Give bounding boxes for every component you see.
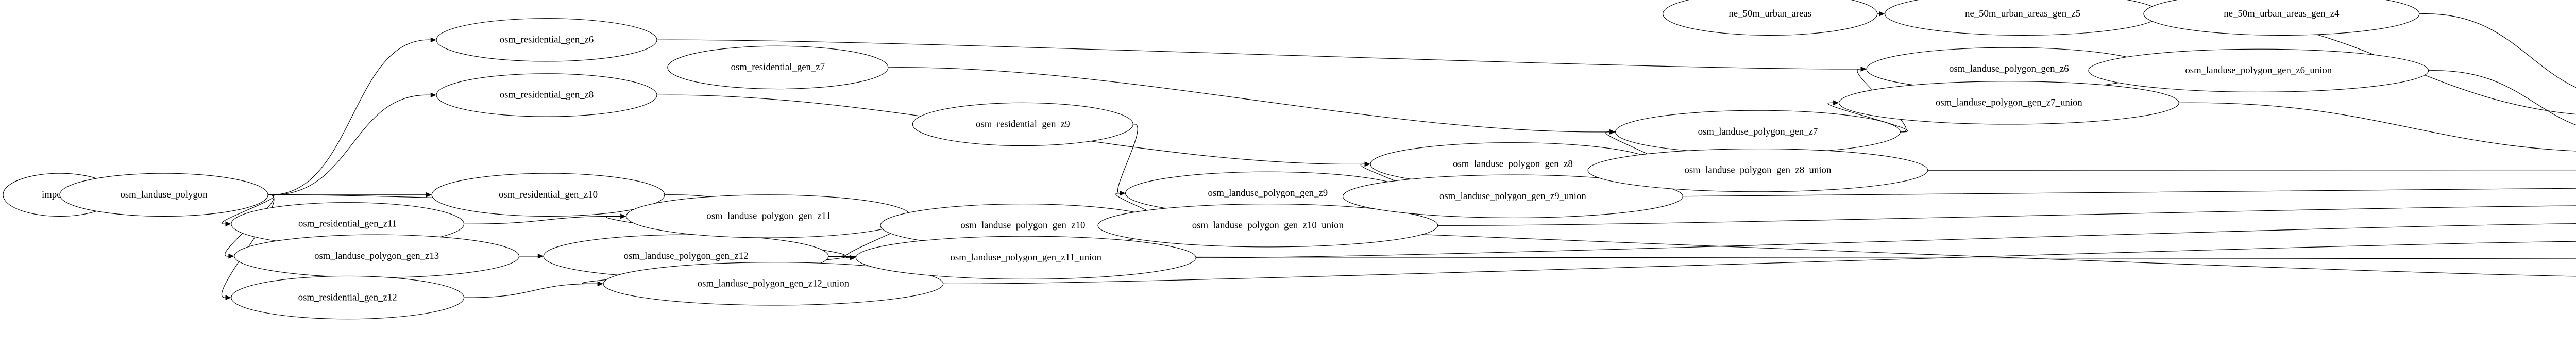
- node-label: osm_residential_gen_z6: [500, 35, 594, 45]
- graph-node-osm-residential-gen-z12[interactable]: osm_residential_gen_z12: [231, 275, 465, 320]
- node-ellipse: [436, 73, 657, 117]
- edge-arrowhead: [1860, 66, 1867, 72]
- edge-arrowhead: [597, 281, 603, 287]
- node-label: osm_landuse_polygon_gen_z8_union: [1685, 164, 1832, 175]
- edge: [1117, 124, 1138, 194]
- edge: [2179, 102, 2576, 152]
- edge: [1196, 223, 2576, 258]
- node-label: osm_landuse_polygon_gen_z13: [314, 251, 439, 261]
- node-label: osm_landuse_polygon_gen_z11_union: [951, 252, 1102, 263]
- node-label: ne_50m_urban_areas: [1728, 8, 1811, 19]
- graph-node-osm-landuse-polygon[interactable]: osm_landuse_polygon: [59, 173, 268, 217]
- edge: [1927, 170, 2576, 171]
- node-ellipse: [603, 262, 944, 306]
- node-ellipse: [1097, 204, 1438, 248]
- node-label: osm_landuse_polygon_gen_z10: [960, 220, 1085, 231]
- node-label: osm_landuse_polygon_gen_z11: [706, 211, 831, 222]
- node-label: osm_landuse_polygon_gen_z7_union: [1936, 97, 2082, 108]
- edge: [464, 216, 621, 224]
- node-ellipse: [1663, 0, 1878, 36]
- edge: [221, 194, 275, 224]
- edge-arrowhead: [426, 192, 432, 198]
- graph-node-osm-landuse-polygon-gen-z12-union[interactable]: osm_landuse_polygon_gen_z12_union: [603, 262, 944, 306]
- node-label: osm_landuse_polygon_gen_z9: [1208, 188, 1328, 199]
- edge: [268, 94, 432, 195]
- edge: [464, 283, 599, 298]
- edge-arrowhead: [1120, 190, 1126, 196]
- graph-node-osm-landuse-polygon-gen-z6-union[interactable]: osm_landuse_polygon_gen_z6_union: [2088, 48, 2429, 93]
- graph-node-osm-residential-gen-z8[interactable]: osm_residential_gen_z8: [436, 73, 657, 117]
- edge: [888, 67, 1611, 133]
- edge-arrowhead: [430, 92, 436, 98]
- edge-arrowhead: [225, 221, 231, 227]
- node-label: osm_landuse_polygon_gen_z12_union: [698, 278, 850, 289]
- node-ellipse: [231, 275, 465, 320]
- graph-node-osm-landuse-polygon-gen-z9-union[interactable]: osm_landuse_polygon_gen_z9_union: [1342, 174, 1683, 218]
- node-ellipse: [1342, 174, 1683, 218]
- nodes-layer: imposm3osm_landuse_polygonosm_residentia…: [3, 0, 2429, 320]
- node-ellipse: [667, 45, 889, 90]
- graph-node-osm-landuse-polygon-gen-z11-union[interactable]: osm_landuse_polygon_gen_z11_union: [855, 236, 1196, 279]
- node-ellipse: [855, 236, 1196, 279]
- node-ellipse: [1838, 81, 2179, 125]
- graph-node-osm-residential-gen-z9[interactable]: osm_residential_gen_z9: [912, 102, 1133, 146]
- node-label: ne_50m_urban_areas_gen_z5: [1965, 8, 2080, 19]
- graph-node-osm-landuse-polygon-gen-z10[interactable]: osm_landuse_polygon_gen_z10: [880, 204, 1166, 248]
- node-ellipse: [431, 173, 665, 217]
- edge: [2428, 70, 2576, 126]
- edge-arrowhead: [620, 213, 626, 219]
- node-label: osm_residential_gen_z9: [976, 119, 1070, 129]
- node-label: osm_landuse_polygon_gen_z9_union: [1439, 191, 1586, 202]
- node-ellipse: [1587, 148, 1928, 192]
- node-label: osm_landuse_polygon_gen_z7: [1698, 126, 1818, 137]
- graph-node-ne-50m-urban-areas-gen-z5[interactable]: ne_50m_urban_areas_gen_z5: [1885, 0, 2161, 36]
- node-ellipse: [436, 18, 657, 62]
- node-label: osm_residential_gen_z10: [499, 189, 598, 200]
- edge-arrowhead: [850, 255, 856, 260]
- node-ellipse: [912, 102, 1133, 146]
- graph-node-osm-landuse-polygon-gen-z10-union[interactable]: osm_landuse_polygon_gen_z10_union: [1097, 204, 1438, 248]
- graph-node-osm-landuse-polygon-gen-z8-union[interactable]: osm_landuse_polygon_gen_z8_union: [1587, 148, 1928, 192]
- node-label: osm_landuse_polygon_gen_z8: [1453, 159, 1573, 170]
- edge: [268, 39, 432, 195]
- graph-node-ne-50m-urban-areas[interactable]: ne_50m_urban_areas: [1663, 0, 1878, 36]
- node-label: osm_residential_gen_z11: [298, 219, 397, 229]
- node-label: osm_residential_gen_z7: [731, 62, 825, 73]
- node-label: ne_50m_urban_areas_gen_z4: [2224, 8, 2340, 19]
- node-label: osm_landuse_polygon_gen_z6_union: [2185, 65, 2332, 76]
- node-label: osm_landuse_polygon: [120, 189, 208, 200]
- edge: [1437, 205, 2576, 226]
- edge: [1827, 102, 1908, 133]
- graph-node-ne-50m-urban-areas-gen-z4[interactable]: ne_50m_urban_areas_gen_z4: [2143, 0, 2420, 36]
- node-label: osm_residential_gen_z12: [298, 292, 397, 303]
- edge: [2419, 13, 2576, 88]
- edge: [943, 241, 2576, 284]
- node-ellipse: [2088, 48, 2429, 93]
- edge: [656, 39, 1861, 70]
- edge-arrowhead: [1609, 129, 1616, 135]
- node-ellipse: [2143, 0, 2420, 36]
- node-label: osm_landuse_polygon_gen_z10_union: [1192, 220, 1344, 231]
- node-label: osm_landuse_polygon_gen_z6: [1949, 63, 2069, 74]
- edge-arrowhead: [1879, 11, 1885, 17]
- graph-node-osm-landuse-polygon-gen-z6[interactable]: osm_landuse_polygon_gen_z6: [1866, 47, 2152, 91]
- graph-node-osm-residential-gen-z6[interactable]: osm_residential_gen_z6: [436, 18, 657, 62]
- graph-node-osm-landuse-polygon-gen-z7-union[interactable]: osm_landuse_polygon_gen_z7_union: [1838, 81, 2179, 125]
- graph-node-osm-landuse-polygon-gen-z11[interactable]: osm_landuse_polygon_gen_z11: [626, 194, 911, 238]
- edge-arrowhead: [1364, 161, 1370, 167]
- edge-arrowhead: [225, 295, 231, 300]
- edge-arrowhead: [1833, 100, 1839, 106]
- graph-node-osm-landuse-polygon-gen-z7[interactable]: osm_landuse_polygon_gen_z7: [1615, 110, 1901, 154]
- node-ellipse: [59, 173, 268, 217]
- edge-arrowhead: [228, 253, 234, 259]
- node-label: osm_landuse_polygon_gen_z12: [623, 251, 748, 261]
- edge: [221, 194, 275, 298]
- graph-node-osm-residential-gen-z7[interactable]: osm_residential_gen_z7: [667, 45, 889, 90]
- graph-node-osm-landuse-polygon-gen-z13[interactable]: osm_landuse_polygon_gen_z13: [234, 234, 520, 278]
- edge-arrowhead: [430, 37, 436, 43]
- node-label: osm_residential_gen_z8: [500, 90, 594, 101]
- edges-layer: [48, 11, 2576, 300]
- graph-node-osm-residential-gen-z10[interactable]: osm_residential_gen_z10: [431, 173, 665, 217]
